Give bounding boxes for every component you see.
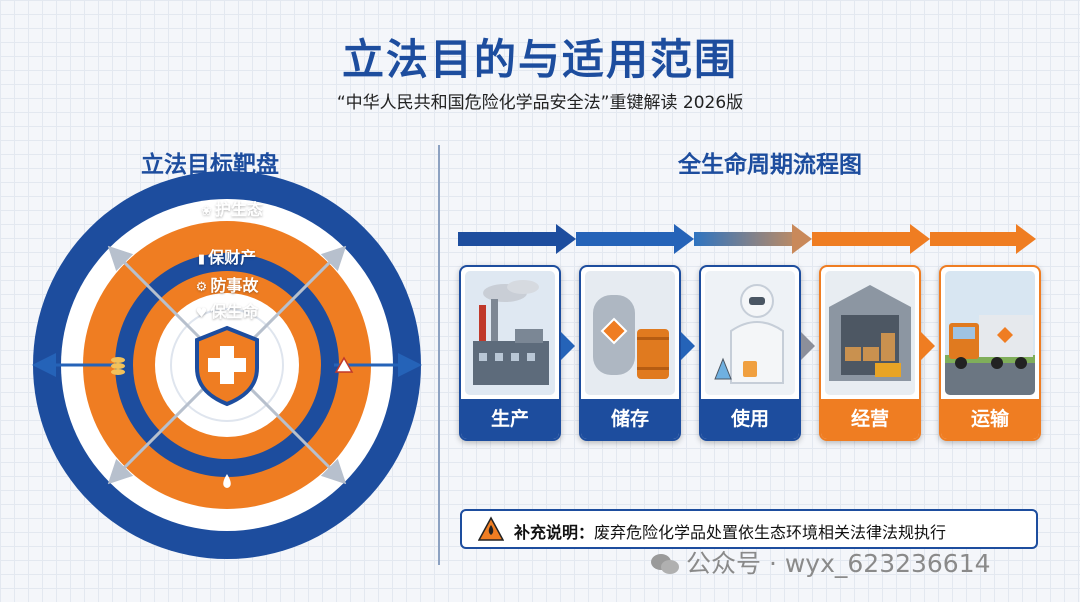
ring-outer-blue bbox=[33, 171, 421, 559]
ring-center bbox=[170, 308, 284, 422]
stage-label: 使用 bbox=[701, 399, 799, 439]
arrow-se bbox=[225, 363, 347, 485]
gear-icon: ⚙ bbox=[195, 280, 208, 295]
flow-arrow-3 bbox=[694, 224, 812, 254]
ring-label-life: ♥保生命 bbox=[195, 302, 259, 321]
shield-cross-icon bbox=[195, 325, 259, 407]
watermark-text: 公众号 · wyx_623236614 bbox=[686, 549, 991, 578]
flow-arrow-5 bbox=[930, 224, 1036, 254]
arrow-sw bbox=[107, 363, 229, 485]
page-title: 立法目的与适用范围 bbox=[341, 35, 738, 84]
note-prefix: 补充说明： bbox=[514, 523, 595, 542]
target-section-title: 立法目标靶盘 bbox=[141, 152, 279, 178]
stage-chevron-3 bbox=[801, 332, 815, 360]
tank-icon bbox=[585, 271, 675, 395]
stage-card-production: 生产 bbox=[459, 265, 561, 441]
stage-label: 生产 bbox=[461, 399, 559, 439]
warning-icon bbox=[478, 516, 504, 541]
ring-label-property: ▮保财产 bbox=[197, 248, 257, 267]
ring-label-accident: ⚙防事故 bbox=[195, 276, 259, 295]
wechat-icon bbox=[651, 554, 679, 574]
sprout-icon: ❀ bbox=[201, 204, 212, 219]
flow-section-title: 全生命周期流程图 bbox=[678, 152, 862, 178]
ring-label-ecology: ❀护生态 bbox=[201, 200, 263, 219]
stage-chevron-2 bbox=[681, 332, 695, 360]
coins-icon bbox=[111, 357, 125, 375]
section-divider bbox=[438, 145, 440, 565]
note-text: 废弃危险化学品处置依生态环境相关法律法规执行 bbox=[594, 523, 947, 542]
heart-icon: ♥ bbox=[195, 306, 208, 321]
stage-card-operation: 经营 bbox=[819, 265, 921, 441]
stage-label: 储存 bbox=[581, 399, 679, 439]
truck-icon bbox=[945, 271, 1035, 395]
stage-chevron-1 bbox=[561, 332, 575, 360]
flow-arrow-4 bbox=[812, 224, 930, 254]
fire-warning-icon bbox=[334, 356, 354, 373]
warehouse-icon bbox=[825, 271, 915, 395]
stage-card-transport: 运输 bbox=[939, 265, 1041, 441]
watermark: 公众号 · wyx_623236614 bbox=[650, 544, 991, 580]
supplementary-note: 补充说明：废弃危险化学品处置依生态环境相关法律法规执行 bbox=[460, 509, 1038, 549]
stage-card-storage: 储存 bbox=[579, 265, 681, 441]
flow-arrow-2 bbox=[576, 224, 694, 254]
page-subtitle: “中华人民共和国危险化学品安全法”重键解读 2026版 bbox=[336, 93, 744, 113]
stage-label: 运输 bbox=[941, 399, 1039, 439]
lab-worker-icon bbox=[705, 271, 795, 395]
droplet-icon bbox=[223, 474, 231, 488]
chart-icon: ▮ bbox=[197, 252, 206, 267]
factory-icon bbox=[465, 271, 555, 395]
stage-card-usage: 使用 bbox=[699, 265, 801, 441]
stage-label: 经营 bbox=[821, 399, 919, 439]
flow-arrow-1 bbox=[458, 224, 576, 254]
stage-chevron-4 bbox=[921, 332, 935, 360]
